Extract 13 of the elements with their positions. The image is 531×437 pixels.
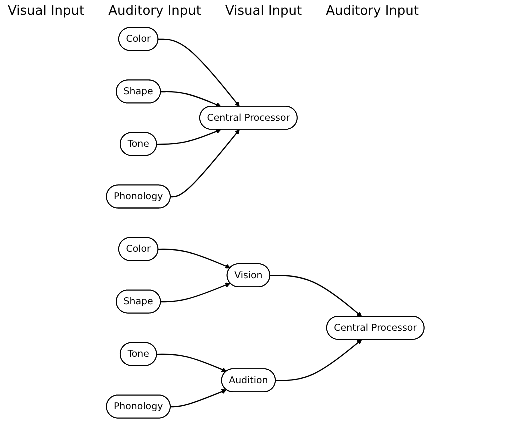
arrow <box>170 389 227 408</box>
arrow <box>158 38 240 107</box>
arrow <box>170 130 240 198</box>
arrow <box>157 129 222 146</box>
group-heading: Visual Input <box>226 4 302 19</box>
arrow <box>157 354 227 372</box>
arrow <box>160 282 231 303</box>
group-heading: Auditory Input <box>326 4 419 19</box>
arrow <box>276 340 362 382</box>
arrow <box>270 275 362 318</box>
arrow <box>160 91 222 108</box>
arrow <box>158 248 231 269</box>
group-heading: Visual Input <box>8 4 85 19</box>
